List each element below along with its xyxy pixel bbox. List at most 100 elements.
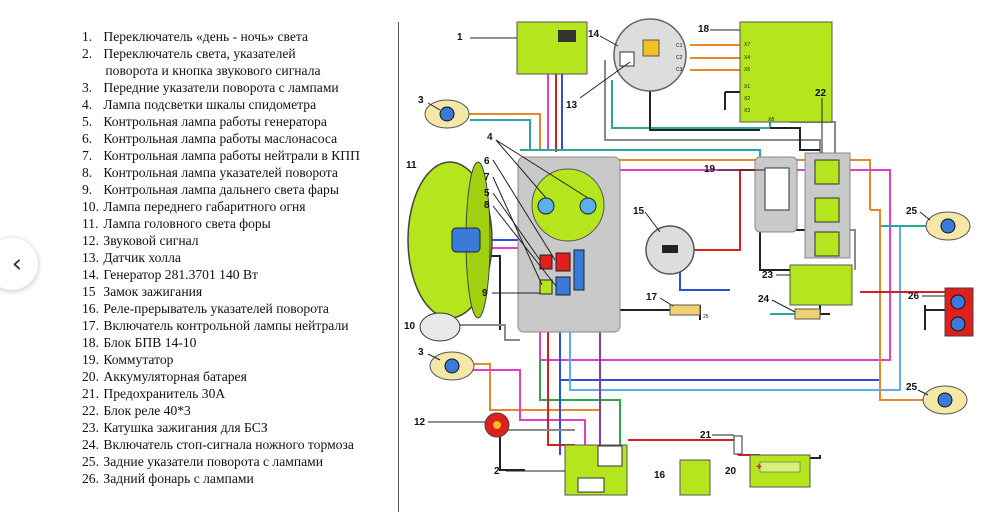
legend-item-number: 18. — [82, 335, 99, 350]
legend-item-text: Переключатель света, указателей — [100, 46, 296, 61]
wire-green-loop — [539, 360, 621, 455]
leader-5 — [492, 192, 541, 261]
legend-item-number: 25. — [82, 454, 99, 469]
generator-sensor — [642, 39, 660, 57]
label-23: 23 — [762, 270, 774, 281]
block-18-pin-label: X4 — [744, 55, 750, 61]
leader-7 — [492, 176, 543, 286]
battery-label-plate — [759, 461, 801, 473]
label-16: 16 — [654, 470, 666, 481]
label-13: 13 — [566, 100, 578, 111]
legend-item-number: 15 — [82, 284, 96, 299]
label-2: 2 — [494, 466, 500, 477]
label-24: 24 — [758, 294, 770, 305]
legend-item-text: Включатель контрольной лампы нейтрали — [100, 318, 349, 333]
callout-leaders — [427, 29, 945, 472]
lamp-4b — [579, 197, 597, 215]
relay-2 — [814, 197, 840, 223]
legend-item-text: Задние указатели поворота с лампами — [100, 454, 324, 469]
leader-3b — [427, 353, 441, 361]
block-18-pin-label: X8 — [768, 117, 774, 123]
legend-item: 4. Лампа подсветки шкалы спидометра — [82, 96, 402, 113]
relay-3 — [814, 231, 840, 257]
light-switch-connector-a — [597, 445, 623, 467]
legend-item-number: 11. — [82, 216, 99, 231]
leader-24 — [771, 299, 796, 313]
label-25a: 25 — [906, 206, 918, 217]
label-9: 9 — [482, 288, 488, 299]
horn-center — [493, 421, 501, 429]
legend-item: 1. Переключатель «день - ночь» света — [82, 28, 402, 45]
component-17-neutral-switch — [669, 304, 701, 316]
wire-black-x1 — [724, 91, 740, 110]
legend-item: 19. Коммутатор — [82, 351, 402, 368]
label-14: 14 — [588, 29, 600, 40]
legend-item-text: Лампа подсветки шкалы спидометра — [100, 97, 317, 112]
legend-item: 17. Включатель контрольной лампы нейтрал… — [82, 317, 402, 334]
leader-13 — [579, 61, 631, 99]
component-1-switch — [516, 21, 588, 75]
component-23-coil — [789, 264, 853, 306]
block-18-pin-label: X2 — [744, 96, 750, 102]
lamp-8 — [555, 276, 571, 296]
block-18-pin-label: X7 — [744, 42, 750, 48]
block-18-pin-label: X3 — [744, 108, 750, 114]
legend-item-number: 9. — [82, 182, 93, 197]
label-1: 1 — [457, 32, 463, 43]
legend-item-text: Катушка зажигания для БСЗ — [100, 420, 268, 435]
legend-item: 11. Лампа головного света форы — [82, 215, 402, 232]
leader-25b — [917, 389, 929, 396]
turn-bottom-bulb — [444, 358, 460, 374]
prev-slide-button[interactable]: ‹ — [0, 238, 38, 290]
legend-item-text: Передние указатели поворота с лампами — [100, 80, 339, 95]
legend-item: 9. Контрольная лампа дальнего света фары — [82, 181, 402, 198]
legend-item-number: 3. — [82, 80, 93, 95]
block-18-pin-label: X5 — [744, 67, 750, 73]
legend-item-text: Переключатель «день - ночь» света — [100, 29, 309, 44]
lamp-4a — [537, 197, 555, 215]
leader-15 — [644, 211, 661, 233]
leader-25a — [919, 211, 931, 221]
leader-3a — [427, 102, 441, 111]
legend-item-text: Контрольная лампа указателей поворота — [100, 165, 338, 180]
commutator-connector — [764, 167, 790, 211]
wire-pink-turn-bot — [470, 369, 586, 455]
legend-item-number: 24. — [82, 437, 99, 452]
switch-17-pin-label: 25 — [703, 314, 709, 320]
leader-14 — [599, 35, 619, 47]
wire-red-fuse — [628, 439, 739, 455]
legend-item: 20. Аккумуляторная батарея — [82, 368, 402, 385]
ignition-key-slot — [662, 245, 678, 253]
legend-item-text: Контрольная лампа дальнего света фары — [100, 182, 339, 197]
legend-item-number: 13. — [82, 250, 99, 265]
legend-item: 2. Переключатель света, указателей — [82, 45, 402, 62]
legend-item-number: 26. — [82, 471, 99, 486]
legend-item-text: поворота и кнопка звукового сигнала — [102, 63, 321, 78]
block-18-pin-label: X1 — [744, 84, 750, 90]
legend-item-number: 1. — [82, 29, 93, 44]
legend-item: 23. Катушка зажигания для БСЗ — [82, 419, 402, 436]
wire-black-18-22 — [770, 127, 820, 151]
lamp-5 — [539, 254, 553, 270]
label-4: 4 — [487, 132, 493, 143]
label-7: 7 — [484, 172, 490, 183]
wire-orange-rear — [870, 209, 935, 401]
legend-item: 24. Включатель стоп-сигнала ножного торм… — [82, 436, 402, 453]
wire-teal-turn-top — [470, 119, 531, 150]
legend-item-text: Контрольная лампа работы маслонасоса — [100, 131, 338, 146]
legend-item-text: Реле-прерыватель указателей поворота — [100, 301, 329, 316]
generator-pin-label: C1 — [676, 43, 683, 49]
wire-grey-10 — [455, 324, 520, 341]
wire-black-24 — [819, 305, 830, 315]
label-20: 20 — [725, 466, 737, 477]
rear-lamp-1 — [950, 294, 966, 310]
legend-item-number: 23. — [82, 420, 99, 435]
legend-item: 15 Замок зажигания — [82, 283, 402, 300]
label-18: 18 — [698, 24, 710, 35]
legend-item-number: 7. — [82, 148, 93, 163]
label-15: 15 — [633, 206, 645, 217]
wire-orange-turn-bot — [470, 363, 600, 411]
rear-lamp-2 — [950, 316, 966, 332]
